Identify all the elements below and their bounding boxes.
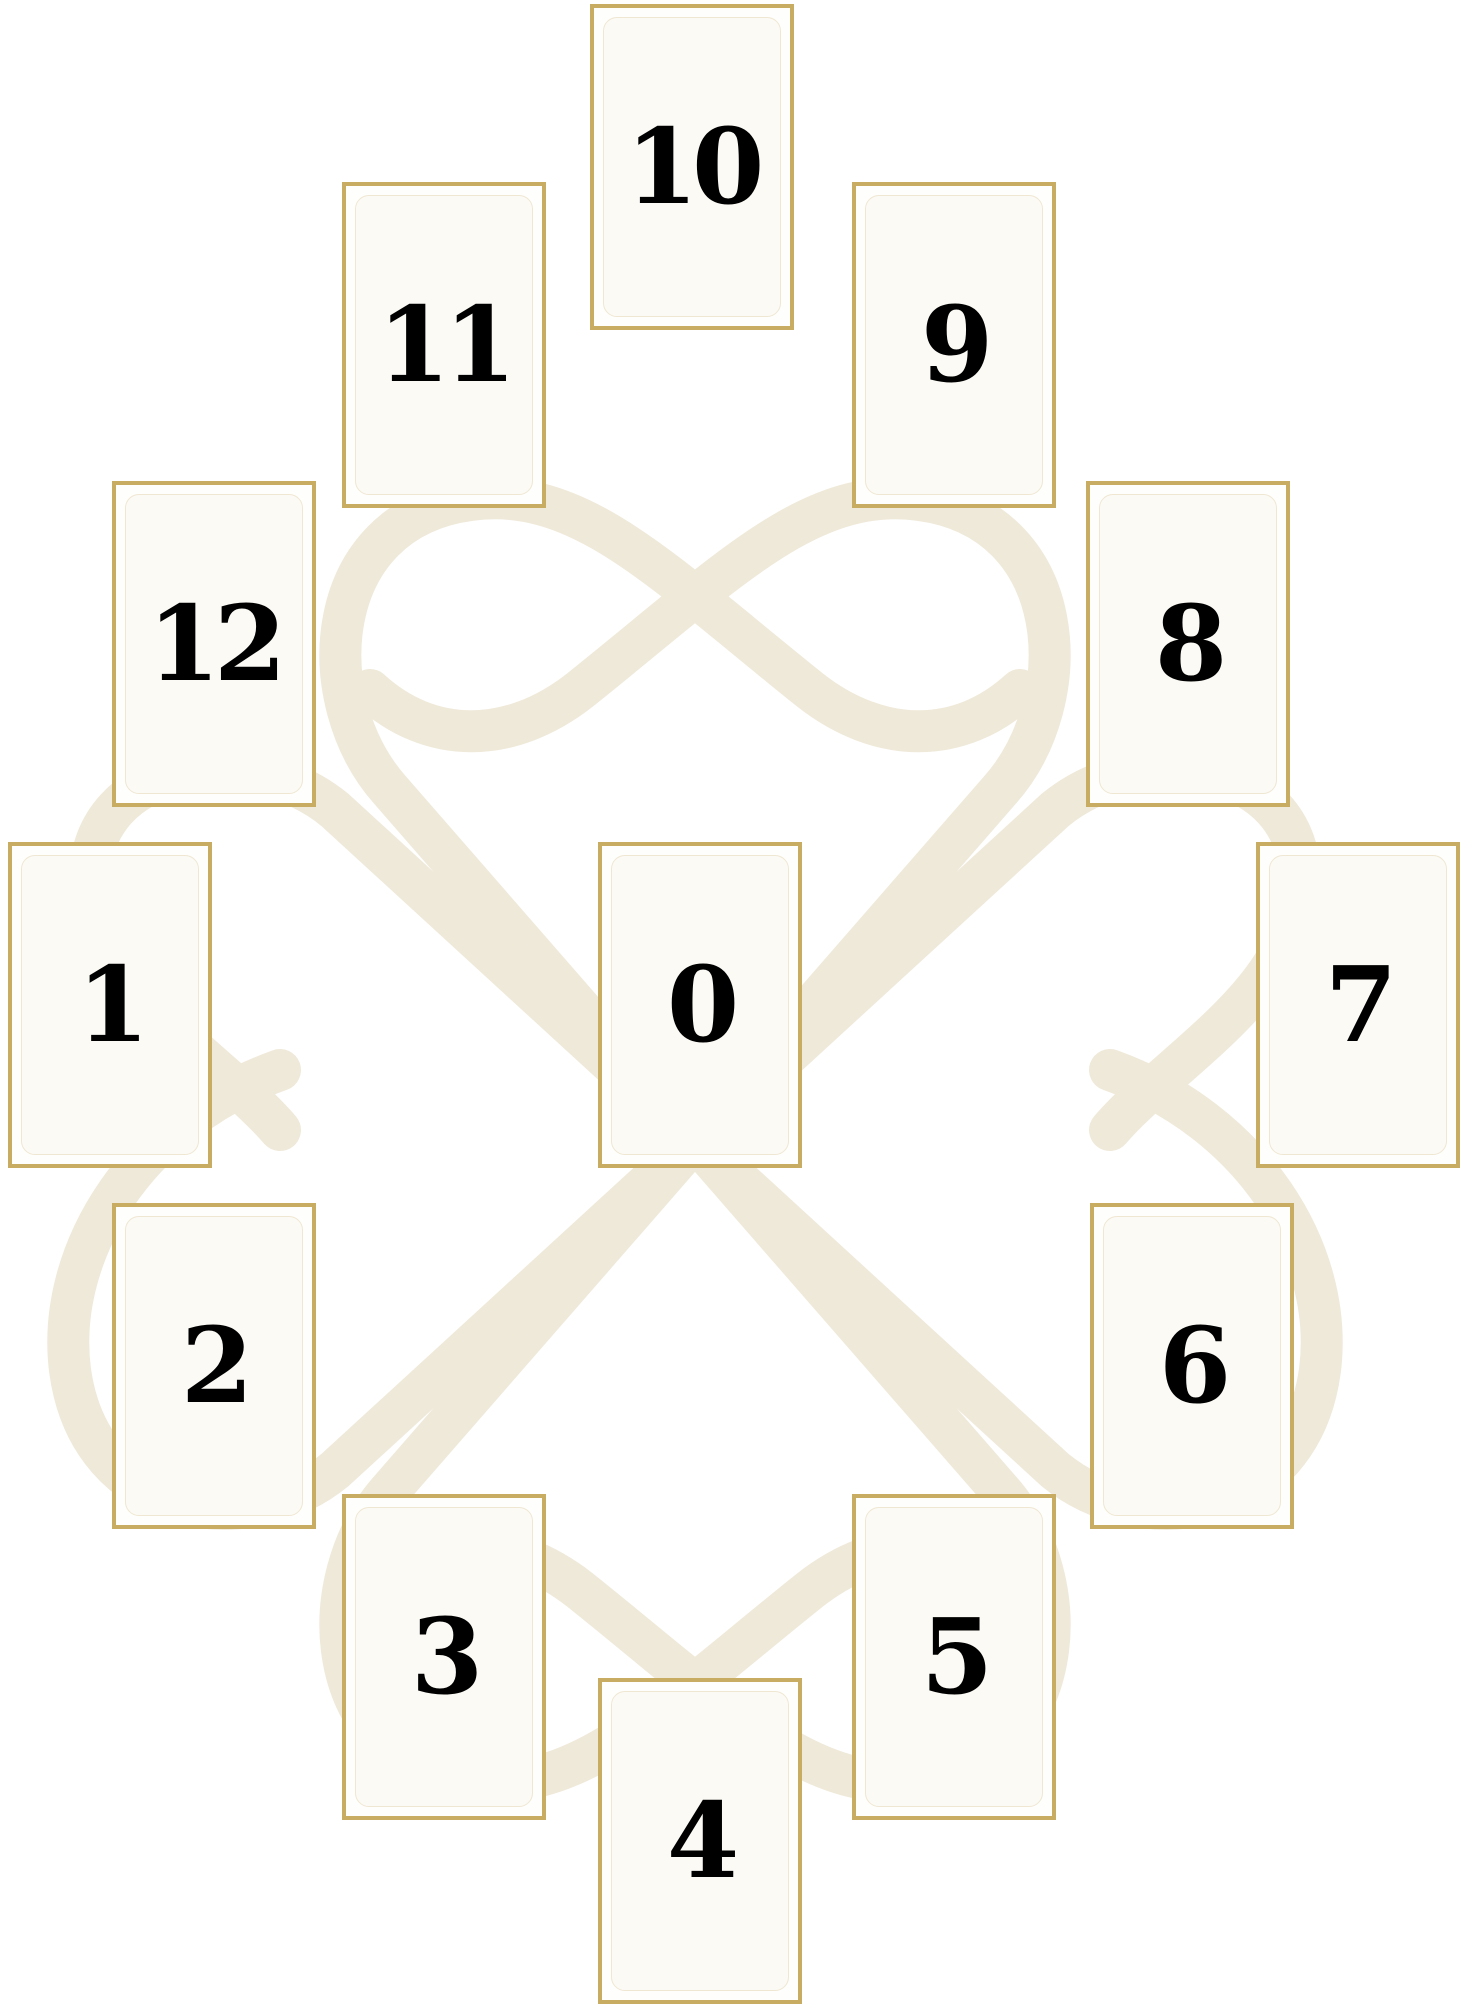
card-face: 5	[865, 1507, 1043, 1807]
card-position-9[interactable]: 9	[852, 182, 1056, 508]
card-face: 11	[355, 195, 533, 495]
card-face: 3	[355, 1507, 533, 1807]
card-face: 0	[611, 855, 789, 1155]
card-number: 10	[626, 115, 759, 219]
card-position-11[interactable]: 11	[342, 182, 546, 508]
card-number: 9	[921, 293, 987, 397]
card-number: 2	[181, 1314, 247, 1418]
card-position-8[interactable]: 8	[1086, 481, 1290, 807]
card-number: 6	[1159, 1314, 1225, 1418]
card-face: 7	[1269, 855, 1447, 1155]
card-number: 4	[667, 1789, 733, 1893]
card-position-2[interactable]: 2	[112, 1203, 316, 1529]
card-position-10[interactable]: 10	[590, 4, 794, 330]
card-face: 12	[125, 494, 303, 794]
card-position-5[interactable]: 5	[852, 1494, 1056, 1820]
card-number: 12	[148, 592, 281, 696]
card-number: 5	[921, 1605, 987, 1709]
card-number: 1	[77, 953, 143, 1057]
card-position-6[interactable]: 6	[1090, 1203, 1294, 1529]
card-face: 1	[21, 855, 199, 1155]
card-face: 4	[611, 1691, 789, 1991]
card-position-0[interactable]: 0	[598, 842, 802, 1168]
card-face: 6	[1103, 1216, 1281, 1516]
card-face: 2	[125, 1216, 303, 1516]
card-number: 3	[411, 1605, 477, 1709]
card-position-12[interactable]: 12	[112, 481, 316, 807]
card-face: 10	[603, 17, 781, 317]
card-position-7[interactable]: 7	[1256, 842, 1460, 1168]
card-face: 8	[1099, 494, 1277, 794]
card-number: 7	[1325, 953, 1391, 1057]
card-number: 11	[378, 293, 511, 397]
card-number: 0	[667, 953, 733, 1057]
card-position-4[interactable]: 4	[598, 1678, 802, 2004]
card-position-1[interactable]: 1	[8, 842, 212, 1168]
card-face: 9	[865, 195, 1043, 495]
card-position-3[interactable]: 3	[342, 1494, 546, 1820]
card-number: 8	[1155, 592, 1221, 696]
